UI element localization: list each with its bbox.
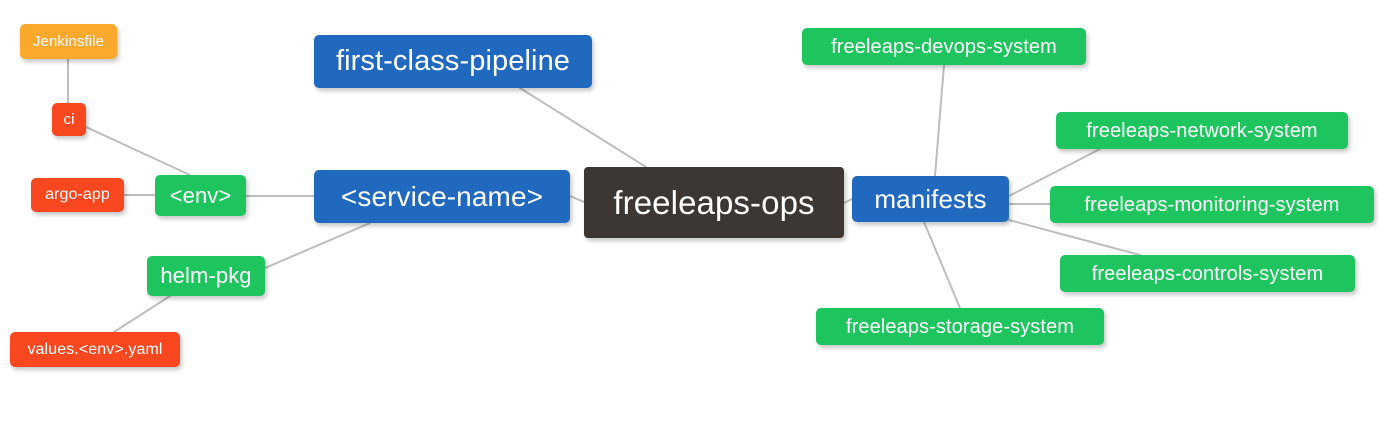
mindmap-node-freeleaps-storage-system[interactable]: freeleaps-storage-system [816,308,1104,345]
mindmap-node-freeleaps-controls-system[interactable]: freeleaps-controls-system [1060,255,1355,292]
mindmap-node-ci[interactable]: ci [52,103,86,136]
mindmap-node-manifests[interactable]: manifests [852,176,1009,222]
mindmap-edge [113,295,171,333]
mindmap-node-freeleaps-monitoring-system[interactable]: freeleaps-monitoring-system [1050,186,1374,223]
mindmap-node-jenkinsfile[interactable]: Jenkinsfile [20,24,117,59]
mindmap-edge [1008,219,1141,256]
mindmap-node-values-env-yaml[interactable]: values.<env>.yaml [10,332,180,367]
mindmap-edge [264,222,371,269]
mindmap-node-service-name[interactable]: <service-name> [314,170,570,223]
mindmap-edge [85,126,191,176]
mindmap-node-first-class-pipeline[interactable]: first-class-pipeline [314,35,592,88]
mindmap-node-freeleaps-devops-system[interactable]: freeleaps-devops-system [802,28,1086,65]
mindmap-edge [843,198,853,204]
mindmap-node-argo-app[interactable]: argo-app [31,178,124,212]
mindmap-edge [519,87,647,168]
mindmap-node-freeleaps-network-system[interactable]: freeleaps-network-system [1056,112,1348,149]
mindmap-node-env[interactable]: <env> [155,175,246,216]
mindmap-edge [934,64,945,177]
mindmap-node-helm-pkg[interactable]: helm-pkg [147,256,265,296]
mindmap-edge [569,195,585,203]
mindmap-edge [923,221,961,309]
mindmap-node-freeleaps-ops[interactable]: freeleaps-ops [584,167,844,238]
